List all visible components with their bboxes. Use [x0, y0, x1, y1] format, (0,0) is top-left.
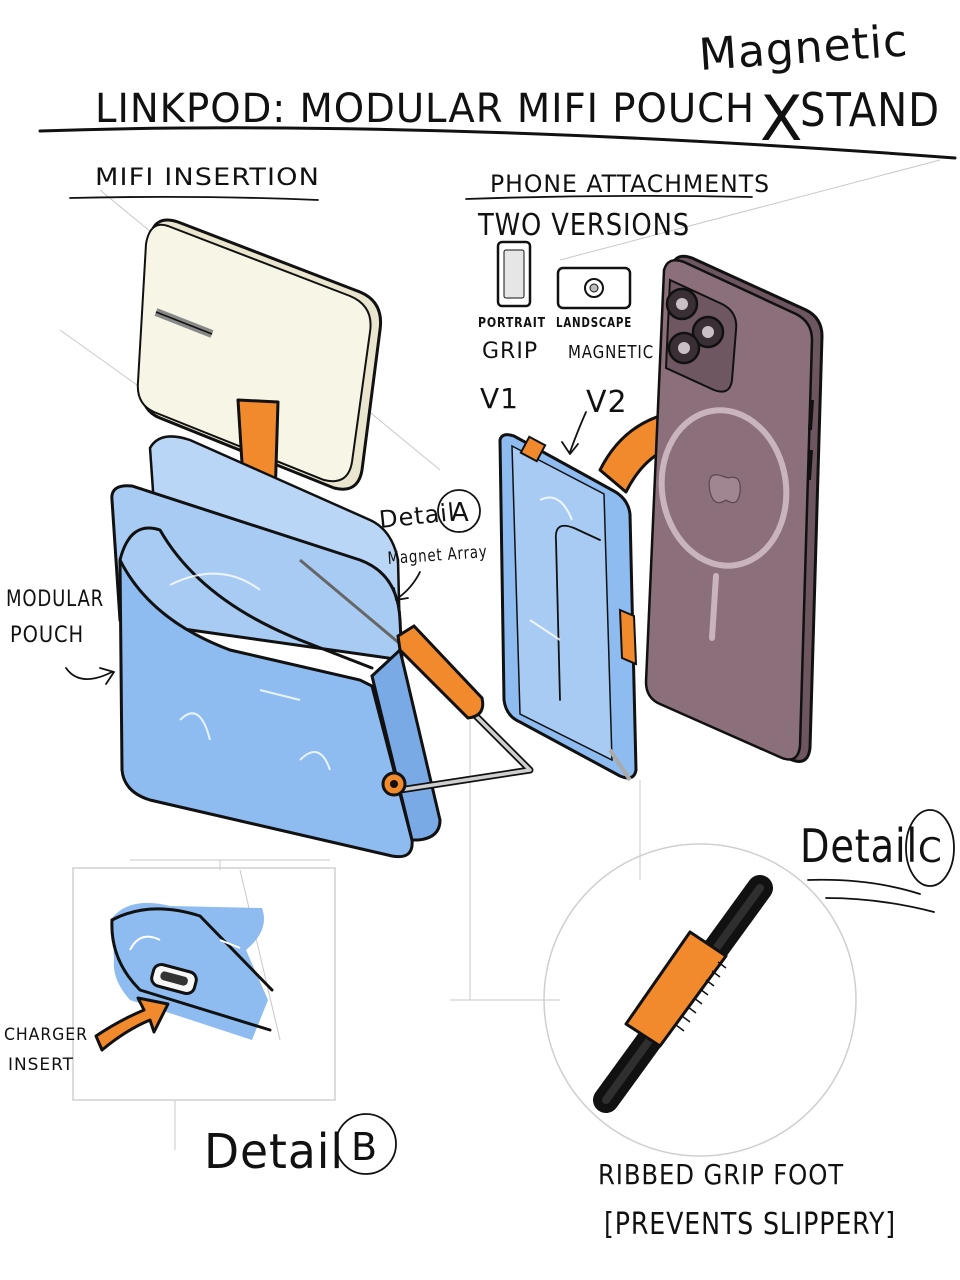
detail-c-letter: C: [918, 831, 943, 871]
mifi-insertion-underline: [70, 197, 318, 200]
detail-b-letter: B: [351, 1125, 378, 1169]
charger-label-line2: INSERT: [8, 1055, 74, 1075]
v2-kind-label: MAGNETIC: [568, 342, 654, 363]
title-stand: STAND: [800, 83, 940, 137]
section-two-versions: TWO VERSIONS: [477, 208, 690, 243]
detail-c-word: Detail: [800, 819, 918, 873]
section-mifi-insertion: MIFI INSERTION: [95, 163, 320, 191]
detail-b-inset: [73, 868, 335, 1100]
v1-code-label: V1: [480, 382, 519, 415]
v2-orientation-label: LANDSCAPE: [556, 316, 632, 331]
v2-pointer-tick: [562, 412, 586, 454]
modular-pouch-label-line2: POUCH: [10, 623, 84, 648]
detail-b-word: Detail: [204, 1124, 344, 1180]
version-icons: [498, 242, 630, 308]
detail-a-note: Magnet Array: [387, 542, 488, 569]
detail-c-inset: [544, 844, 856, 1156]
detail-a-word: Detail: [378, 498, 457, 534]
v1-orientation-label: PORTRAIT: [478, 316, 546, 331]
title-block: Magnetic LINKPOD: MODULAR MIFI POUCH X S…: [40, 15, 955, 158]
v2-code-label: V2: [586, 385, 628, 420]
ribbed-grip-label-line1: RIBBED GRIP FOOT: [598, 1158, 844, 1191]
phone-mount-pouch: [500, 435, 636, 780]
phone-device: [646, 256, 822, 761]
charger-label-line1: CHARGER: [4, 1025, 88, 1045]
modular-pouch-pointer-icon: [66, 668, 114, 684]
v1-kind-label: GRIP: [482, 339, 538, 364]
page-title: LINKPOD: MODULAR MIFI POUCH: [95, 86, 755, 132]
modular-pouch-label-line1: MODULAR: [6, 587, 104, 612]
section-phone-attachments: PHONE ATTACHMENTS: [490, 170, 770, 198]
detail-c-underline: [808, 880, 934, 912]
title-magnetic: Magnetic: [697, 15, 910, 80]
charger-arrow-icon: [96, 998, 168, 1050]
ribbed-grip-label-line2: [PREVENTS SLIPPERY]: [604, 1207, 896, 1242]
detail-a-letter: A: [451, 498, 470, 528]
